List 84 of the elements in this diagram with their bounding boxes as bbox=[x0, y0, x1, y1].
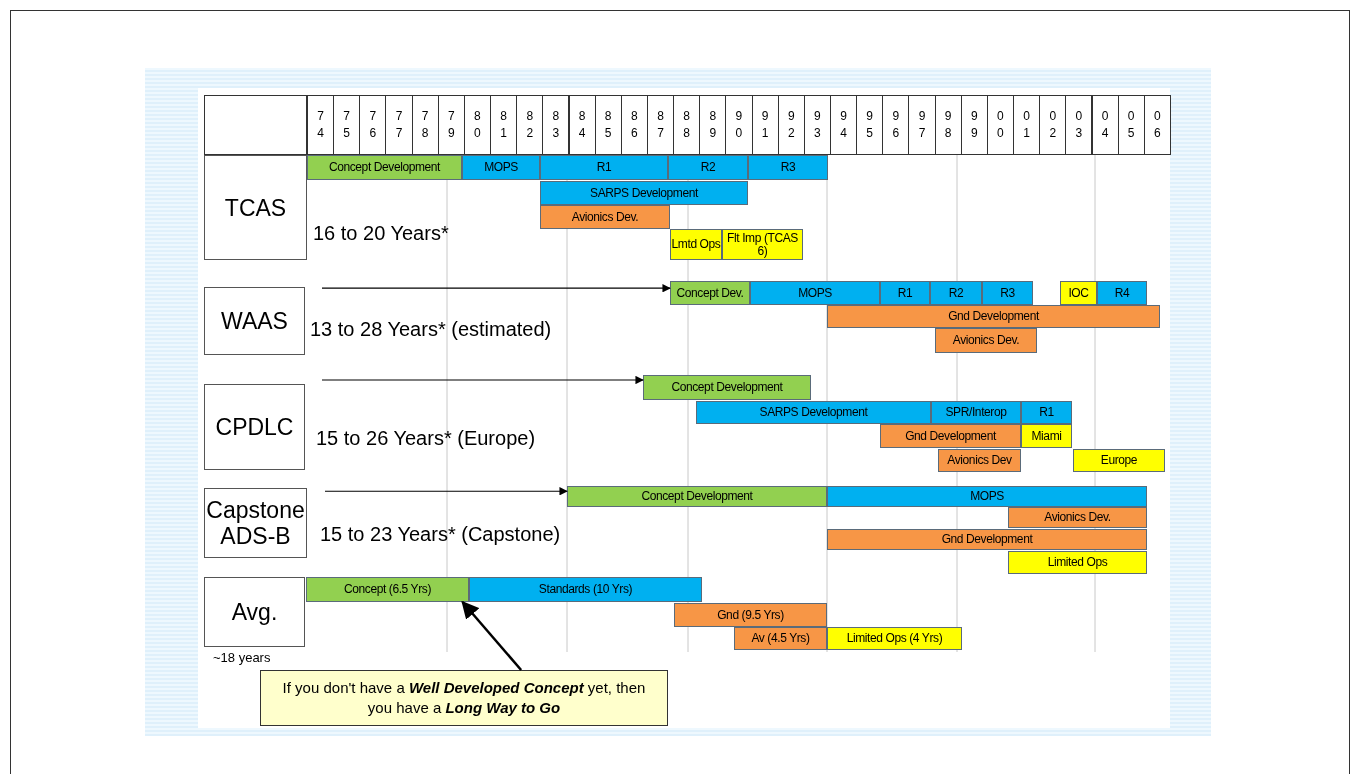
year-header-cell: 83 bbox=[542, 95, 570, 155]
timeline-bar: R3 bbox=[982, 281, 1033, 305]
timeline-bar: Limited Ops (4 Yrs) bbox=[827, 627, 962, 650]
year-header-cell: 00 bbox=[986, 95, 1015, 155]
year-header-cell: 01 bbox=[1013, 95, 1041, 155]
year-header-cell: 02 bbox=[1039, 95, 1067, 155]
timeline-bar: Concept Development bbox=[307, 155, 462, 180]
timeline-bar: R3 bbox=[748, 155, 828, 180]
year-header-cell: 74 bbox=[307, 95, 335, 155]
timeline-bar: R1 bbox=[880, 281, 930, 305]
timeline-bar: SARPS Development bbox=[696, 401, 931, 424]
duration-text: 16 to 20 Years* bbox=[313, 222, 449, 245]
timeline-bar: Miami bbox=[1021, 424, 1072, 448]
timeline-bar: R2 bbox=[668, 155, 748, 180]
timeline-bar: Standards (10 Yrs) bbox=[469, 577, 702, 602]
timeline-bar: R2 bbox=[930, 281, 982, 305]
year-header-cell: 86 bbox=[620, 95, 648, 155]
year-header-cell: 96 bbox=[882, 95, 910, 155]
year-header-cell: 87 bbox=[646, 95, 675, 155]
callout-box: If you don't have a Well Developed Concept yet, then you have a Long Way to Go bbox=[260, 670, 668, 726]
year-header-cell: 06 bbox=[1143, 95, 1171, 155]
timeline-bar: MOPS bbox=[462, 155, 540, 180]
timeline-bar: Concept Development bbox=[567, 486, 827, 507]
year-header-cell: 79 bbox=[437, 95, 465, 155]
year-header-cell: 93 bbox=[803, 95, 831, 155]
timeline-bar: SARPS Development bbox=[540, 181, 748, 205]
timeline-bar: Gnd Development bbox=[880, 424, 1021, 448]
timeline-bar: Avionics Dev. bbox=[540, 205, 670, 229]
timeline-bar: Avionics Dev. bbox=[1008, 507, 1147, 528]
year-header-cell: 75 bbox=[333, 95, 361, 155]
year-header-cell: 88 bbox=[673, 95, 701, 155]
year-header-cell: 98 bbox=[934, 95, 962, 155]
row-heading-box: Capstone ADS-B bbox=[204, 488, 307, 558]
timeline-bar: Europe bbox=[1073, 449, 1165, 472]
arrow bbox=[461, 600, 523, 671]
timeline-bar: MOPS bbox=[750, 281, 880, 305]
year-header-cell: 04 bbox=[1091, 95, 1119, 155]
timeline-bar: R4 bbox=[1097, 281, 1147, 305]
arrow bbox=[324, 487, 568, 496]
year-header-cell: 97 bbox=[908, 95, 936, 155]
year-header-cell: 82 bbox=[516, 95, 544, 155]
timeline-bar: Avionics Dev. bbox=[935, 328, 1037, 353]
year-header-cell: 76 bbox=[359, 95, 387, 155]
timeline-bar: R1 bbox=[1021, 401, 1072, 424]
timeline-bar: Concept Development bbox=[643, 375, 811, 400]
year-header-cell: 85 bbox=[594, 95, 622, 155]
year-header-cell: 03 bbox=[1065, 95, 1093, 155]
timeline-bar: Gnd Development bbox=[827, 529, 1147, 550]
year-header-cell: 78 bbox=[411, 95, 439, 155]
timeline-bar: Gnd (9.5 Yrs) bbox=[674, 603, 827, 627]
timeline-bar: Av (4.5 Yrs) bbox=[734, 627, 827, 650]
year-header-cell: 91 bbox=[751, 95, 779, 155]
year-header-cell: 84 bbox=[568, 95, 596, 155]
timeline-bar: Limited Ops bbox=[1008, 551, 1147, 574]
row-heading-box: Avg. bbox=[204, 577, 305, 647]
year-header-cell: 77 bbox=[385, 95, 413, 155]
row-heading-box: WAAS bbox=[204, 287, 305, 355]
timeline-bar: Concept (6.5 Yrs) bbox=[306, 577, 469, 602]
timeline-bar: MOPS bbox=[827, 486, 1147, 507]
year-header-cell: 95 bbox=[856, 95, 884, 155]
year-header-cell: 89 bbox=[699, 95, 727, 155]
timeline-bar: Flt Imp (TCAS 6) bbox=[722, 229, 803, 260]
duration-text: 15 to 26 Years* (Europe) bbox=[316, 427, 536, 450]
year-header-cell: 94 bbox=[830, 95, 858, 155]
duration-text: ~18 years bbox=[213, 650, 271, 665]
timeline-bar: Lmtd Ops bbox=[670, 229, 722, 260]
arrow bbox=[321, 375, 644, 385]
year-header-cell: 80 bbox=[463, 95, 492, 155]
timeline-bar: SPR/Interop bbox=[931, 401, 1021, 424]
year-header-cell: 05 bbox=[1117, 95, 1145, 155]
timeline-bar: IOC bbox=[1060, 281, 1097, 305]
duration-text: 15 to 23 Years* (Capstone) bbox=[320, 523, 561, 546]
duration-text: 13 to 28 Years* (estimated) bbox=[310, 318, 552, 341]
row-heading-box: TCAS bbox=[204, 155, 307, 260]
timeline-bar: R1 bbox=[540, 155, 668, 180]
row-heading-box: CPDLC bbox=[204, 384, 305, 470]
timeline-bar: Avionics Dev bbox=[938, 449, 1021, 472]
year-header-cell: 81 bbox=[490, 95, 518, 155]
year-header-cell: 90 bbox=[725, 95, 753, 155]
timeline-bar: Gnd Development bbox=[827, 305, 1160, 328]
timeline-bar: Concept Dev. bbox=[670, 281, 750, 305]
year-header-cell: 99 bbox=[960, 95, 988, 155]
year-header-cell: 92 bbox=[777, 95, 805, 155]
arrow bbox=[321, 284, 671, 293]
